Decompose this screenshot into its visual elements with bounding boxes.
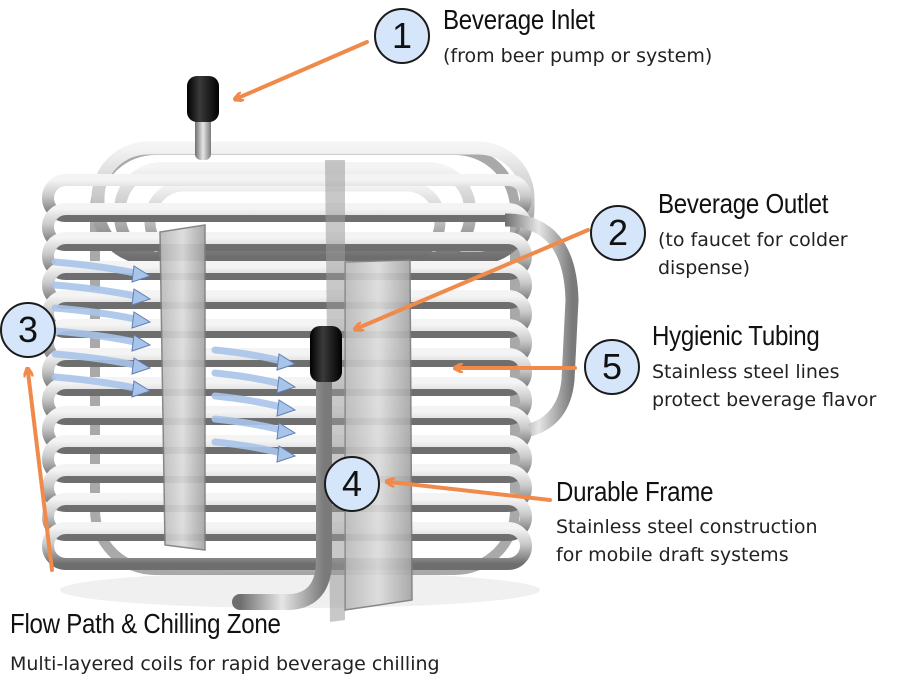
callout-3-title: Flow Path & Chilling Zone — [10, 608, 281, 639]
flow-arrow-head — [131, 357, 152, 375]
callout-arrows — [28, 40, 590, 572]
ground-shadow — [60, 572, 540, 608]
flow-arrow-head — [276, 353, 297, 371]
flow-arrows — [51, 258, 297, 463]
flow-arrow — [51, 350, 144, 370]
flow-arrow-head — [131, 380, 152, 398]
badge-4: 4 — [324, 456, 380, 512]
badge-3: 3 — [0, 302, 56, 358]
flow-arrow-head — [276, 376, 297, 394]
badge-1: 1 — [374, 8, 430, 64]
outlet-loop — [504, 213, 579, 437]
flow-arrow-head — [131, 334, 152, 352]
outlet-pipe — [232, 326, 342, 610]
callout-1-title: Beverage Inlet — [443, 4, 595, 35]
inlet-pipe — [187, 76, 219, 160]
coil-row — [42, 493, 532, 541]
callout-3-line-1: Multi-layered coils for rapid beverage c… — [10, 653, 440, 675]
coil-row — [42, 174, 532, 222]
flow-arrow — [51, 281, 144, 301]
flow-arrow — [51, 258, 144, 278]
flow-arrow-head — [131, 288, 152, 306]
flow-arrow — [51, 373, 144, 393]
callout-5-line-1: Stainless steel lines — [652, 361, 840, 383]
coil-row — [42, 522, 532, 570]
callout-4-line-1: Stainless steel construction — [556, 516, 818, 538]
callout-arrow-2 — [358, 228, 590, 328]
callout-2-title: Beverage Outlet — [658, 188, 829, 219]
callout-1-line-1: (from beer pump or system) — [443, 45, 713, 67]
callout-4-title: Durable Frame — [556, 476, 714, 507]
coil-row — [42, 464, 532, 512]
flow-arrow-head — [131, 311, 152, 329]
coil-row — [42, 261, 532, 309]
callout-arrow-3 — [28, 372, 54, 572]
badge-5: 5 — [584, 339, 640, 395]
callout-4-line-2: for mobile draft systems — [556, 544, 789, 566]
flow-arrow-head — [276, 445, 297, 463]
flow-arrow-head — [131, 265, 152, 283]
callout-arrow-1 — [238, 40, 369, 98]
callout-2-line-1: (to faucet for colder — [658, 229, 848, 251]
callout-2-line-2: dispense) — [658, 257, 751, 279]
coil-rows — [42, 174, 532, 570]
callout-arrow-4 — [390, 482, 552, 502]
flow-arrow — [51, 327, 144, 347]
flow-arrow — [51, 304, 144, 324]
callout-5-title: Hygienic Tubing — [652, 320, 820, 351]
callout-5-line-2: protect beverage flavor — [652, 389, 877, 411]
coil-row — [42, 435, 532, 483]
badge-2: 2 — [590, 205, 646, 261]
flow-arrow-head — [276, 422, 297, 440]
flow-arrow-head — [276, 399, 297, 417]
